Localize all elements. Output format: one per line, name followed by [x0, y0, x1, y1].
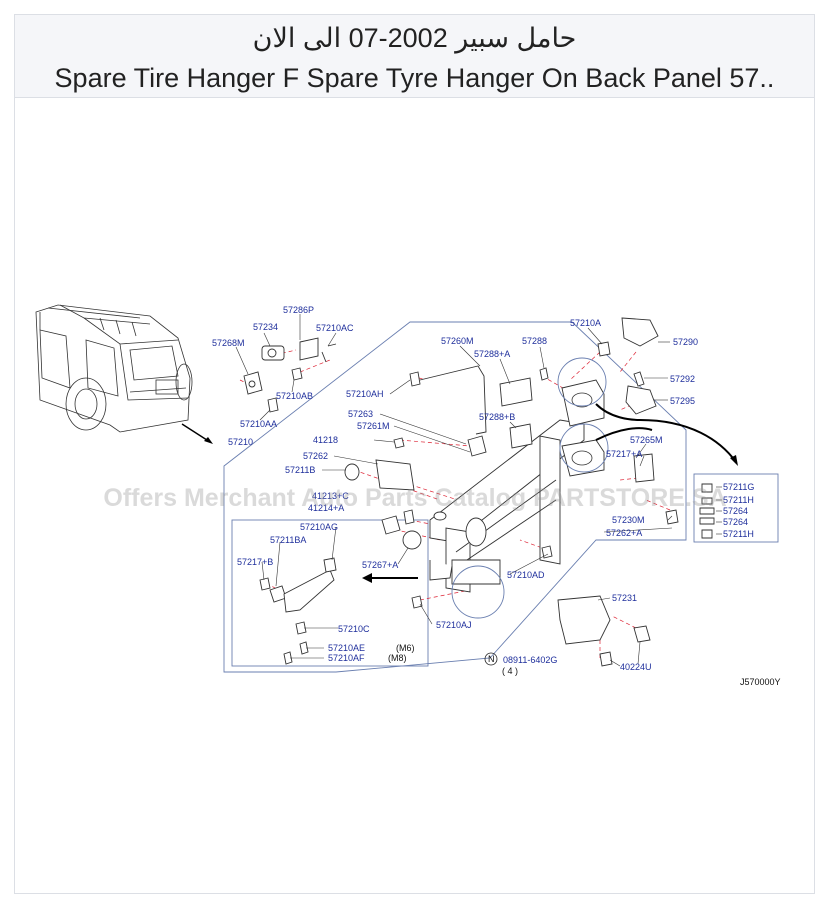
assembly-outline [223, 321, 687, 673]
label-40224U: 40224U [620, 662, 652, 672]
page-title-english: Spare Tire Hanger F Spare Tyre Hanger On… [54, 63, 775, 93]
label-57288B: 57288+B [479, 412, 515, 422]
label-57210C: 57210C [338, 624, 370, 634]
label-57210AG: 57210AG [300, 522, 338, 532]
page-title-arabic: حامل سبير 2002-07 الى الان [252, 23, 577, 53]
label-57211H-2: 57211H [723, 529, 754, 539]
label-57211B: 57211B [285, 465, 315, 475]
label-41218: 41218 [313, 435, 338, 445]
label-57267A: 57267+A [362, 560, 398, 570]
label-57210AH: 57210AH [346, 389, 384, 399]
label-57231: 57231 [612, 593, 637, 603]
label-08911-6402G: 08911-6402G [503, 655, 557, 665]
label-57286P: 57286P [283, 305, 314, 315]
label-57262A: 57262+A [606, 528, 642, 538]
small-parts [243, 317, 715, 667]
label-57290: 57290 [673, 337, 698, 347]
label-57230M: 57230M [612, 515, 645, 525]
label-57211H: 57211H [723, 495, 754, 505]
nut-symbol-letter: N [488, 654, 495, 664]
label-57263: 57263 [348, 409, 373, 419]
label-57292: 57292 [670, 374, 695, 384]
label-57265M: 57265M [630, 435, 663, 445]
diagram-code: J570000Y [740, 677, 781, 687]
label-57210A: 57210A [570, 318, 601, 328]
label-57211G: 57211G [723, 482, 754, 492]
label-57210AB: 57210AB [276, 391, 313, 401]
label-57288A: 57288+A [474, 349, 510, 359]
label-57210AE: 57210AE [328, 643, 365, 653]
label-57288: 57288 [522, 336, 547, 346]
label-57210: 57210 [228, 437, 253, 447]
fastener-detail-box [693, 473, 779, 543]
label-57210AC: 57210AC [316, 323, 354, 333]
label-m8: (M8) [388, 653, 407, 663]
part-labels: 57286P 57234 57210AC 57268M 57210AB 5721… [212, 305, 781, 687]
header-bar: حامل سبير 2002-07 الى الان Spare Tire Ha… [15, 15, 814, 98]
label-57210AA: 57210AA [240, 419, 277, 429]
label-57211BA: 57211BA [270, 535, 306, 545]
label-quantity: ( 4 ) [502, 666, 518, 676]
label-57210AF: 57210AF [328, 653, 365, 663]
label-57217A: 57217+A [606, 449, 642, 459]
label-57268M: 57268M [212, 338, 245, 348]
nut-symbol-circle [484, 652, 498, 666]
bracket-detail-box [231, 519, 429, 667]
label-57264-2: 57264 [723, 517, 748, 527]
label-57261M: 57261M [357, 421, 390, 431]
content-frame: حامل سبير 2002-07 الى الان Spare Tire Ha… [14, 14, 815, 894]
label-57210AD: 57210AD [507, 570, 545, 580]
label-41213C: 41213+C [312, 491, 349, 501]
leader-lines [235, 314, 722, 667]
label-57210AJ: 57210AJ [436, 620, 472, 630]
spare-tire-hanger-frame [362, 357, 738, 619]
label-41214A: 41214+A [308, 503, 344, 513]
vehicle-illustration [35, 304, 213, 444]
label-57217B: 57217+B [237, 557, 273, 567]
label-57234: 57234 [253, 322, 278, 332]
label-57295: 57295 [670, 396, 695, 406]
label-57264-1: 57264 [723, 506, 748, 516]
label-57260M: 57260M [441, 336, 474, 346]
label-m6: (M6) [396, 643, 415, 653]
label-57262: 57262 [303, 451, 328, 461]
